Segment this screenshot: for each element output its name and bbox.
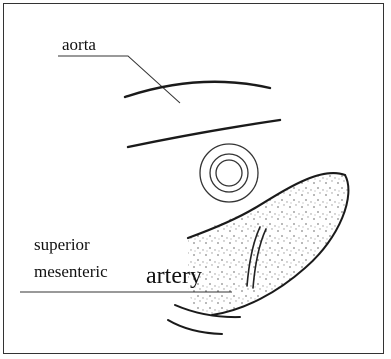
- stippled-organ: [180, 160, 365, 325]
- superior-label: superior: [34, 236, 90, 253]
- aorta-label: aorta: [62, 36, 96, 53]
- aorta-leader-line: [58, 56, 180, 103]
- aorta-upper-wall: [125, 82, 270, 97]
- artery-label: artery: [146, 264, 202, 288]
- lower-curve-2: [168, 320, 222, 334]
- aorta-lower-wall: [128, 120, 280, 147]
- vessel-cross-section: [200, 144, 258, 202]
- mesenteric-label: mesenteric: [34, 263, 108, 280]
